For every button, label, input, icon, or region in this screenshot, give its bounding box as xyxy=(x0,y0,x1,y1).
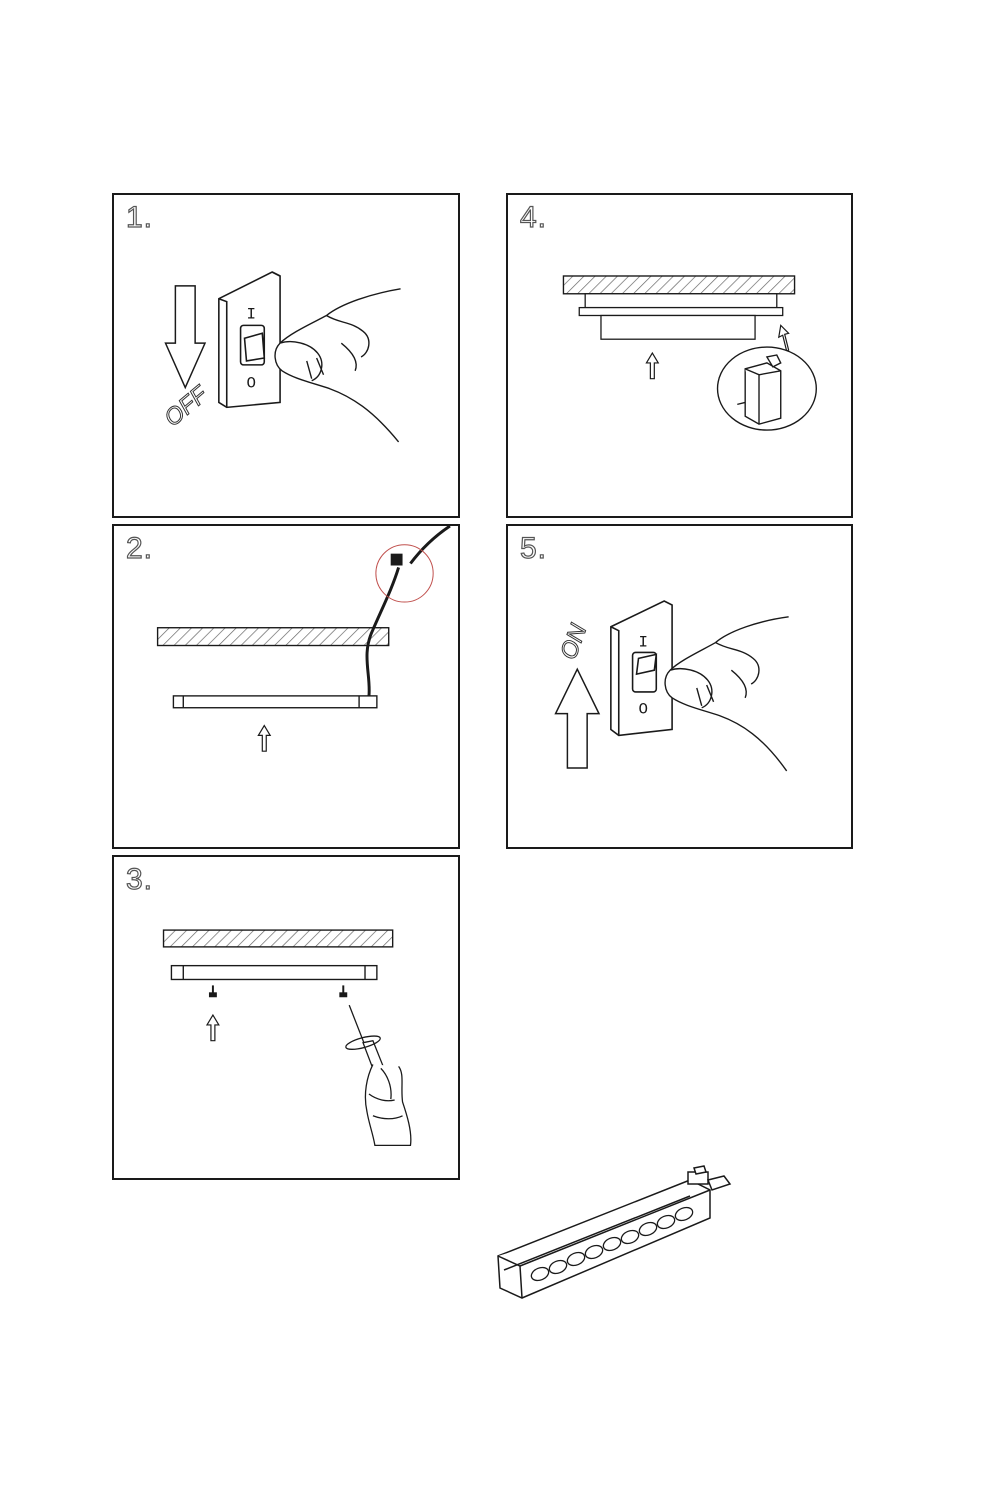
light-fixture xyxy=(170,964,378,981)
ceiling-hatch xyxy=(562,275,796,295)
led-lenses xyxy=(530,1206,694,1282)
step-5-panel: 5. ON I O xyxy=(506,524,853,849)
up-arrow-icon xyxy=(645,324,790,380)
power-cable xyxy=(365,567,401,697)
step-4-number: 4. xyxy=(519,200,548,234)
hand-icon xyxy=(274,288,401,443)
up-arrow-icon xyxy=(257,724,272,752)
connector-icon xyxy=(390,553,403,566)
switch-off-illustration: OFF I O xyxy=(159,271,401,443)
step-2-panel: 2. xyxy=(112,524,460,849)
track-light-icon xyxy=(497,1165,732,1299)
step-2-number: 2. xyxy=(125,531,154,565)
switch-on-symbol: I xyxy=(639,633,648,651)
up-arrow-icon xyxy=(205,1013,220,1042)
step-1-panel: 1. OFF I O xyxy=(112,193,460,518)
switch-on-symbol: I xyxy=(246,305,255,323)
attach-adapter-illustration xyxy=(562,275,817,431)
power-switch-icon: I O xyxy=(610,600,673,737)
step-1-number: 1. xyxy=(125,200,154,234)
connector-detail-highlight xyxy=(375,544,434,603)
adapter-detail xyxy=(737,354,782,425)
hand-icon xyxy=(664,616,789,772)
step-3-number: 3. xyxy=(125,862,154,896)
step-4-panel: 4. xyxy=(506,193,853,518)
on-label: ON xyxy=(556,620,593,663)
hand-icon xyxy=(364,1064,412,1147)
up-arrow-icon xyxy=(554,667,601,769)
ceiling-hatch xyxy=(156,627,390,647)
screw-icon xyxy=(208,985,348,998)
power-switch-icon: I O xyxy=(218,271,281,409)
switch-on-illustration: ON I O xyxy=(554,600,789,772)
switch-off-symbol: O xyxy=(639,701,648,719)
ceiling-hatch xyxy=(162,929,394,948)
light-fixture xyxy=(172,695,378,709)
step-3-panel: 3. xyxy=(112,855,460,1180)
connect-wiring-illustration xyxy=(156,526,451,752)
down-arrow-icon xyxy=(164,285,207,390)
step-5-number: 5. xyxy=(519,531,548,565)
screw-fixture-illustration xyxy=(162,929,412,1147)
track-rail xyxy=(578,293,784,340)
off-label: OFF xyxy=(160,381,214,432)
switch-off-symbol: O xyxy=(246,375,255,393)
